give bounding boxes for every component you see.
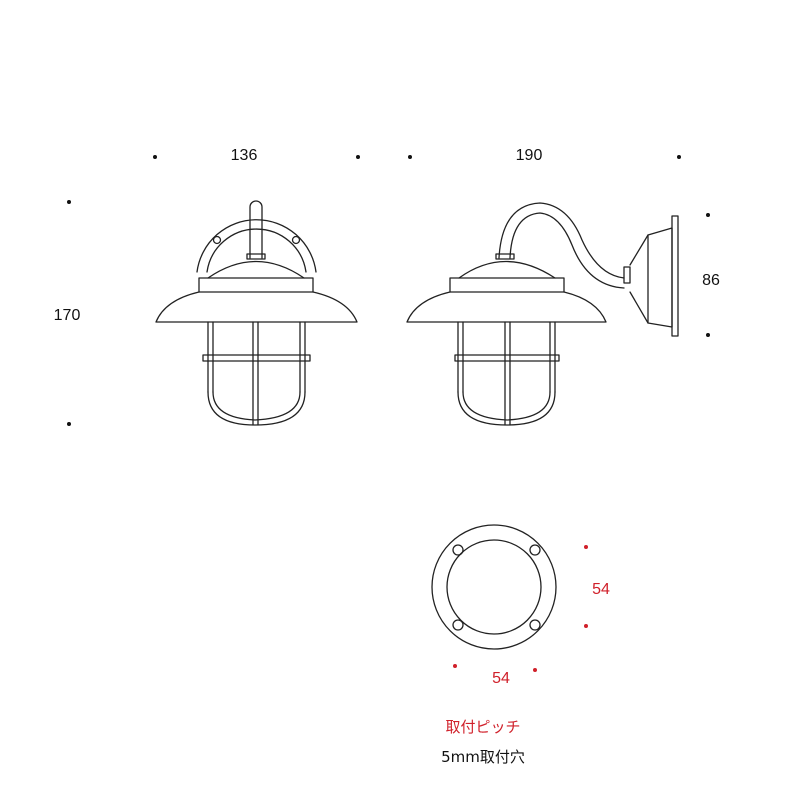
dim-dot-pitch-h-left	[453, 664, 457, 668]
dim-dot-base-bottom	[706, 333, 710, 337]
mounting-plate-view	[431, 524, 557, 650]
base-height-label: 86	[702, 272, 720, 289]
dim-dot-pitch-h-right	[533, 668, 537, 672]
dim-dot-front-width-left	[153, 155, 157, 159]
dim-dot-height-top	[67, 200, 71, 204]
front-height-label: 170	[53, 307, 81, 324]
pitch-vertical-label: 54	[592, 581, 610, 598]
side-view-lamp	[406, 202, 679, 426]
side-depth-label: 190	[515, 147, 543, 164]
pitch-horizontal-label: 54	[492, 670, 510, 687]
dim-dot-pitch-v-top	[584, 545, 588, 549]
dim-dot-side-depth-right	[677, 155, 681, 159]
front-view-lamp	[155, 200, 358, 426]
dim-dot-front-width-right	[356, 155, 360, 159]
dim-dot-pitch-v-bottom	[584, 624, 588, 628]
dim-dot-base-top	[706, 213, 710, 217]
mounting-pitch-caption: 取付ピッチ	[445, 718, 521, 736]
front-width-label: 136	[230, 147, 258, 164]
mounting-holes-caption: 5mm取付穴	[441, 748, 525, 766]
dim-dot-height-bottom	[67, 422, 71, 426]
dim-dot-side-depth-left	[408, 155, 412, 159]
